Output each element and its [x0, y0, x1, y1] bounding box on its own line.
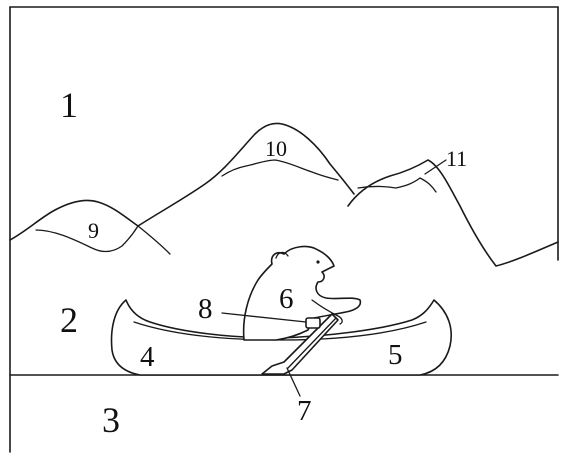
label-3: 3 — [102, 400, 120, 440]
leader-line-7 — [286, 367, 301, 397]
bear-arm — [311, 299, 343, 325]
canoe-hull — [110, 299, 452, 376]
bear-body — [242, 245, 362, 341]
label-10: 10 — [265, 136, 287, 161]
leader-line-11 — [424, 159, 447, 175]
label-8: 8 — [198, 293, 213, 325]
snow-cap-11 — [357, 177, 437, 193]
mountain-ridge-left — [9, 122, 355, 241]
label-1: 1 — [60, 85, 78, 125]
bear-ear — [275, 251, 289, 259]
label-11: 11 — [446, 146, 467, 171]
picture-frame — [9, 6, 559, 453]
snow-cap-9 — [35, 225, 171, 255]
label-5: 5 — [388, 339, 403, 371]
bear-hand — [305, 317, 321, 329]
snow-cap-10 — [221, 159, 339, 181]
paddle-shaft-line — [287, 317, 337, 369]
mountain-ridge-right — [347, 159, 559, 267]
label-9: 9 — [88, 218, 99, 243]
paddle — [261, 313, 339, 375]
label-7: 7 — [297, 395, 312, 427]
leader-line-8 — [221, 312, 307, 323]
label-2: 2 — [60, 300, 78, 340]
label-4: 4 — [140, 341, 155, 373]
label-6: 6 — [279, 283, 294, 315]
bear-eye — [316, 260, 320, 264]
